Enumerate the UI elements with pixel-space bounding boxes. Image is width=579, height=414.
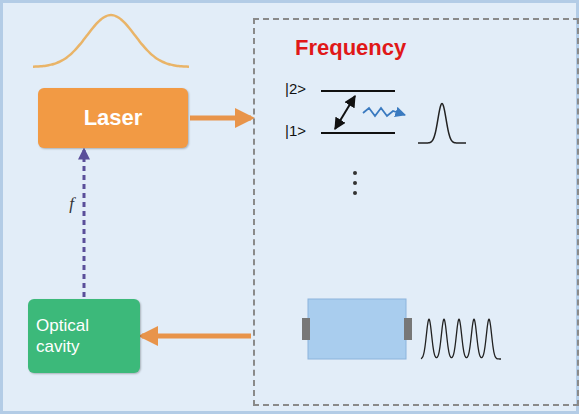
- energy-level: [321, 90, 395, 92]
- frequency-label: f: [67, 194, 76, 214]
- energy-state-label: |1>: [285, 122, 306, 139]
- laser-box: Laser: [38, 88, 188, 148]
- energy-state-label: |2>: [285, 80, 306, 97]
- feedback-arrow: [142, 334, 251, 339]
- atomic-line-peak: [418, 104, 466, 143]
- node-label: Optical cavity: [36, 315, 132, 358]
- ellipsis-dot: [353, 171, 357, 175]
- cavity-mirror: [404, 318, 412, 340]
- energy-level: [321, 132, 395, 134]
- optical-cavity-box: Optical cavity: [28, 299, 140, 373]
- node-label: Frequency: [295, 34, 577, 62]
- lock-arrow: [83, 150, 86, 297]
- cavity-body: [308, 299, 406, 359]
- node-label: Laser: [84, 104, 143, 132]
- cavity-mirror: [302, 318, 310, 340]
- cavity-mode-comb: [421, 319, 501, 359]
- frequency-reference-box: Frequency: [253, 18, 579, 406]
- ellipsis-dot: [353, 191, 357, 195]
- laser-spectrum: [33, 15, 189, 67]
- emission-squiggle: [363, 108, 405, 116]
- beam-arrow: [190, 116, 251, 121]
- ellipsis-dot: [353, 181, 357, 185]
- transition-arrow: [335, 96, 355, 129]
